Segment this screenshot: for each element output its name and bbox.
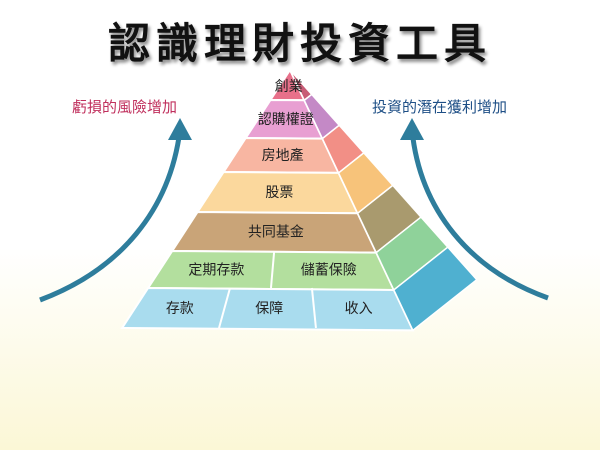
tier-label: 存款 — [166, 301, 194, 317]
tier-label: 保障 — [255, 301, 283, 317]
tier-divider — [269, 250, 276, 289]
tier-label: 創業 — [275, 79, 303, 95]
tier-label: 收入 — [345, 301, 373, 317]
right-arrow-curve — [409, 129, 549, 301]
risk-increase-caption: 虧損的風險增加 — [72, 98, 178, 116]
left-arrow-head — [168, 118, 192, 140]
right-arrow-head — [400, 118, 424, 140]
tier-label: 儲蓄保險 — [301, 263, 357, 279]
left-arrow-curve — [39, 129, 183, 303]
tier-side-face — [392, 246, 478, 332]
tier-label: 認購權證 — [258, 111, 314, 128]
page-title: 認識理財投資工具 — [107, 19, 492, 68]
tier-label: 共同基金 — [248, 224, 304, 241]
tier-divider — [218, 287, 231, 329]
tier-label: 房地產 — [262, 147, 304, 164]
tier-label: 股票 — [265, 185, 293, 201]
tier-label: 定期存款 — [188, 263, 244, 279]
return-increase-caption: 投資的潛在獲利增加 — [372, 98, 508, 116]
tier-divider — [310, 287, 317, 329]
